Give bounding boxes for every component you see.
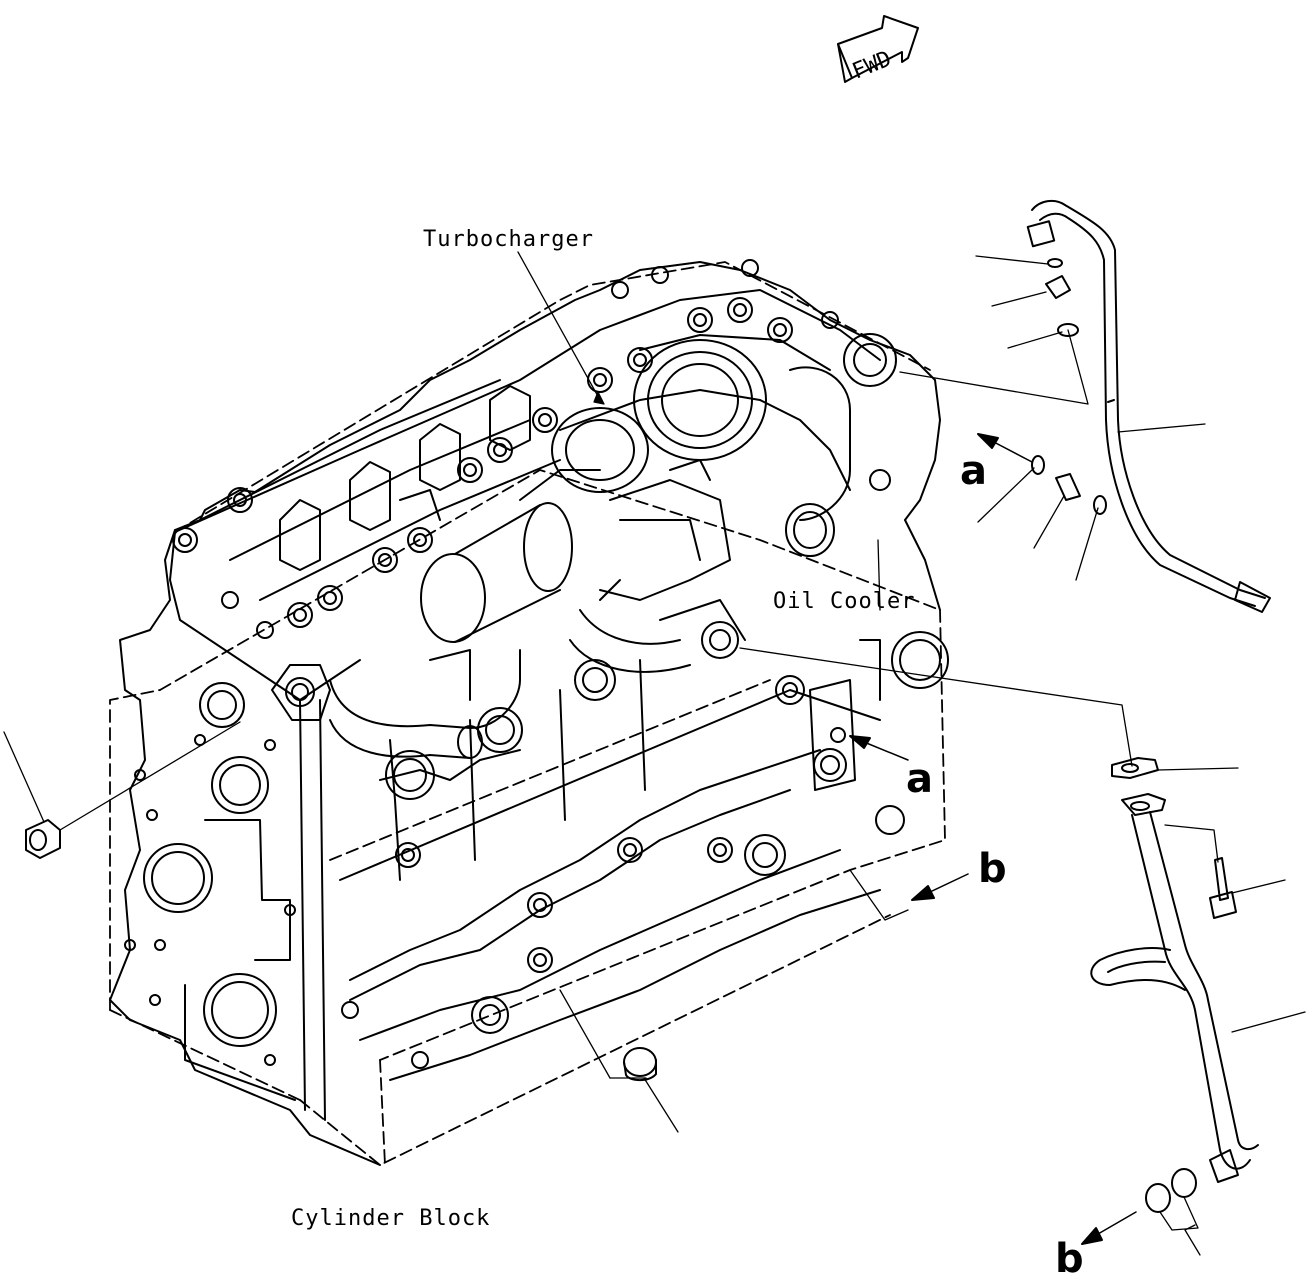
oil-feed-pipe xyxy=(1026,199,1271,613)
ref-label-a-lower: a xyxy=(906,756,933,802)
ref-arrow-b-right xyxy=(911,873,969,901)
turbocharger xyxy=(420,333,897,673)
fwd-label: FWD xyxy=(849,46,895,84)
oil-drain-pipe xyxy=(1090,757,1259,1213)
ref-label-b-bottom: b xyxy=(1055,1236,1084,1275)
leader-lines xyxy=(3,251,1306,1256)
ref-label-b-right: b xyxy=(978,846,1007,892)
ref-arrow-a-upper xyxy=(977,433,1033,463)
turbocharger-label: Turbocharger xyxy=(423,227,594,252)
cylinder-block-label: Cylinder Block xyxy=(291,1206,490,1231)
oil-cooler-label: Oil Cooler xyxy=(773,589,915,614)
plug-bottom xyxy=(623,1047,657,1082)
ref-arrow-a-lower xyxy=(849,735,909,761)
plug-left xyxy=(25,819,61,859)
cylinder-block xyxy=(109,261,949,1166)
cylinder-head xyxy=(169,259,881,759)
fwd-arrow-icon: FWD xyxy=(837,15,919,85)
ref-label-a-upper: a xyxy=(960,448,987,494)
ref-arrow-b-bottom xyxy=(1081,1211,1137,1245)
